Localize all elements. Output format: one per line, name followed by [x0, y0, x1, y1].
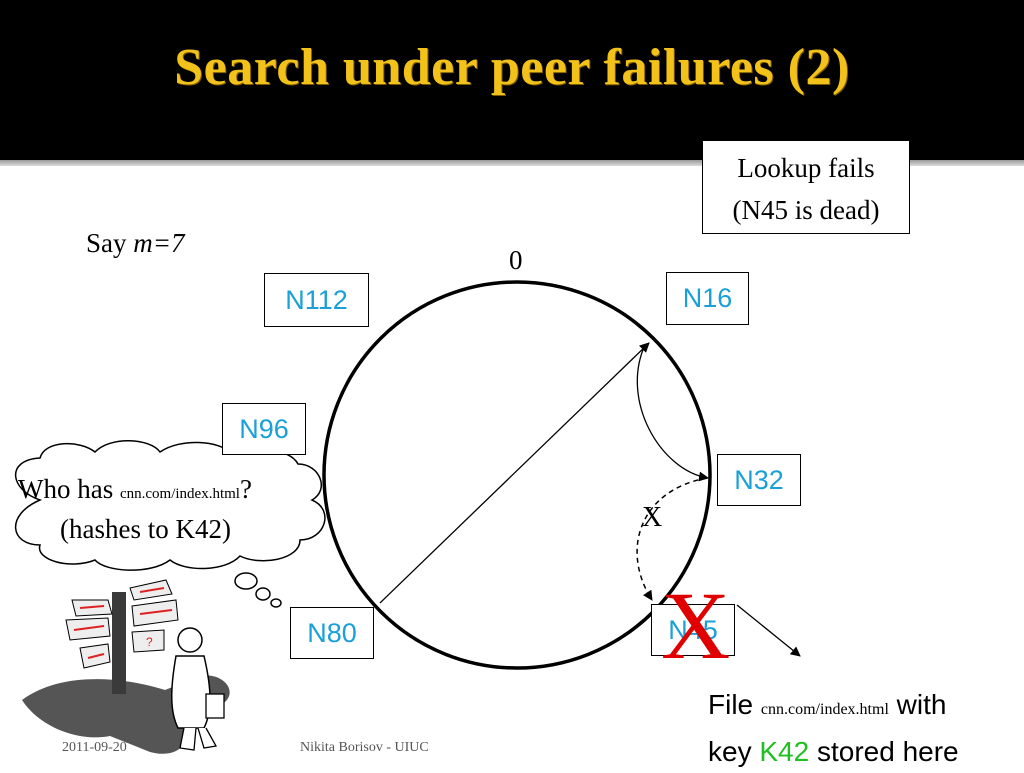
- stored-here: stored here: [809, 736, 959, 767]
- ring-zero-label: 0: [509, 245, 523, 275]
- node-n45: N45: [651, 604, 735, 656]
- cloud-qmark: ?: [239, 474, 252, 504]
- with-word: with: [888, 689, 947, 720]
- key-word: key: [708, 736, 760, 767]
- failure-x-mark: X: [642, 502, 663, 533]
- callout-line-2: (N45 is dead): [732, 195, 880, 225]
- lookup-arrow-n80-n16: [379, 342, 650, 604]
- m-value: m=7: [133, 228, 185, 258]
- cloud-url: cnn.com/index.html: [119, 486, 240, 502]
- failed-arrow-n32-n45: [636, 477, 708, 601]
- footer-date: 2011-09-20: [62, 740, 127, 755]
- key-k42: K42: [759, 736, 810, 767]
- callout-line-1: Lookup fails: [737, 153, 875, 183]
- svg-text:?: ?: [146, 635, 153, 649]
- signpost-clipart: ?: [22, 579, 230, 754]
- chord-ring: [322, 280, 712, 670]
- file-note-line-2: key K42 stored here: [708, 731, 1024, 773]
- file-note-line-1: File cnn.com/index.html with: [708, 684, 1024, 731]
- lookup-arrow-n16-n32: [636, 344, 709, 482]
- thought-cloud: [14, 440, 326, 608]
- footer-author: Nikita Borisov - UIUC: [300, 740, 429, 755]
- node-n16: N16: [666, 272, 749, 325]
- node-n32: N32: [717, 454, 801, 506]
- cloud-line-2: (hashes to K42): [60, 514, 231, 544]
- who-has-text: Who has: [18, 474, 120, 504]
- say-text: Say: [86, 228, 134, 258]
- header-divider: [0, 160, 1024, 166]
- file-pointer-arrow: [736, 604, 801, 657]
- node-n80: N80: [290, 607, 374, 659]
- cloud-line-1: Who has cnn.com/index.html?: [18, 474, 252, 505]
- dead-node-x: X: [661, 572, 731, 679]
- slide-header: [0, 0, 1024, 160]
- slide-title: Search under peer failures (2): [174, 39, 850, 96]
- file-note: File cnn.com/index.html with key K42 sto…: [708, 684, 1024, 773]
- file-url: cnn.com/index.html: [760, 701, 889, 718]
- file-word: File: [708, 689, 761, 720]
- node-n96: N96: [222, 403, 306, 455]
- node-n112: N112: [264, 273, 369, 327]
- say-m-label: Say m=7: [86, 228, 184, 259]
- lookup-fails-callout: Lookup fails (N45 is dead): [702, 140, 910, 234]
